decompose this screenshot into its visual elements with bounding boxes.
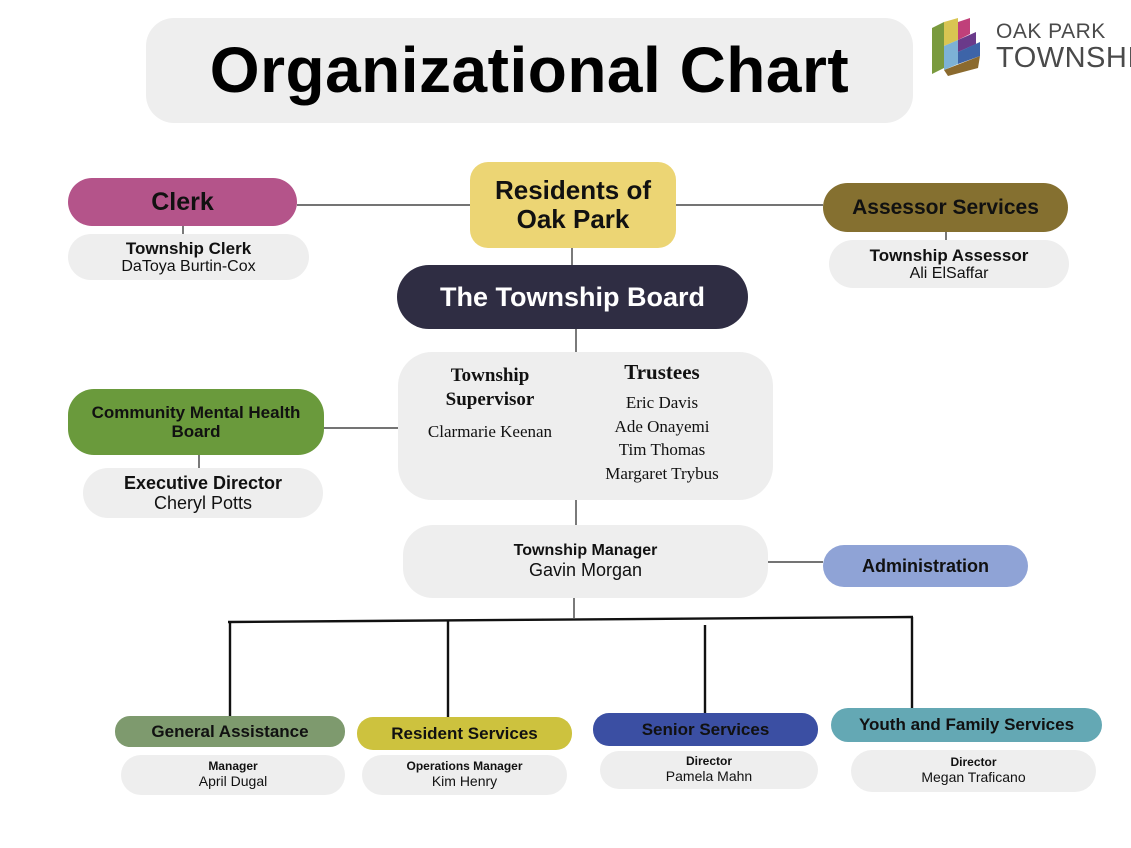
leaf-logo-icon [932, 18, 980, 76]
resident-services-details: Operations Manager Kim Henry [362, 755, 567, 795]
general-assistance-box: General Assistance [115, 716, 345, 747]
clerk-person: DaToya Burtin-Cox [121, 257, 256, 275]
township-board-box: The Township Board [397, 265, 748, 329]
township-board-label: The Township Board [440, 281, 705, 312]
supervisor-line-2: Supervisor [445, 389, 535, 410]
residents-line-1: Residents of [494, 174, 652, 205]
trustee-member: Tim Thomas [618, 440, 706, 459]
supervisor-person: Clarmarie Keenan [427, 422, 553, 441]
youth-family-services-person: Megan Traficano [921, 769, 1026, 786]
assessor-details: Township Assessor Ali ElSaffar [829, 240, 1069, 288]
resident-services-box: Resident Services [357, 717, 572, 750]
trustee-member: Ade Onayemi [614, 416, 710, 436]
clerk-title: Township Clerk [125, 238, 252, 258]
youth-family-services-details: Director Megan Traficano [851, 750, 1096, 792]
senior-services-title: Director [685, 753, 732, 768]
senior-services-person: Pamela Mahn [665, 768, 753, 785]
page-title: Organizational Chart [209, 33, 850, 106]
assessor-person: Ali ElSaffar [909, 264, 989, 282]
senior-services-details: Director Pamela Mahn [600, 751, 818, 789]
manager-title: Township Manager [513, 542, 658, 560]
residents-box: Residents of Oak Park [470, 162, 676, 248]
general-assistance-label: General Assistance [151, 721, 309, 741]
administration-label: Administration [861, 555, 989, 576]
mental-health-box: Community Mental Health Board [68, 389, 324, 455]
mental-health-title: Executive Director [123, 472, 283, 493]
general-assistance-title: Manager [208, 758, 258, 773]
general-assistance-person: April Dugal [198, 773, 268, 790]
mental-health-person: Cheryl Potts [153, 493, 253, 513]
trustee-member: Eric Davis [625, 393, 699, 412]
general-assistance-details: Manager April Dugal [121, 755, 345, 795]
mental-health-line-2: Board [171, 422, 221, 441]
senior-services-box: Senior Services [593, 713, 818, 746]
township-logo: OAK PARK TOWNSHIP [924, 16, 1131, 78]
supervisor-block: Township Supervisor Clarmarie Keenan [412, 364, 568, 442]
supervisor-line-1: Township [450, 365, 530, 386]
logo-line-2: TOWNSHIP [996, 42, 1131, 74]
residents-line-2: Oak Park [516, 204, 630, 234]
youth-family-services-box: Youth and Family Services [831, 708, 1102, 742]
assessor-title: Township Assessor [869, 245, 1029, 265]
youth-family-services-label: Youth and Family Services [858, 715, 1075, 735]
board-members-box [398, 352, 773, 500]
township-manager-box: Township Manager Gavin Morgan [403, 525, 768, 598]
resident-services-person: Kim Henry [431, 773, 498, 790]
clerk-label: Clerk [151, 188, 214, 216]
resident-services-title: Operations Manager [406, 758, 523, 773]
manager-person: Gavin Morgan [528, 560, 643, 581]
mental-health-details: Executive Director Cheryl Potts [83, 468, 323, 518]
trustees-label: Trustees [624, 360, 700, 384]
clerk-box: Clerk [68, 178, 297, 226]
administration-box: Administration [823, 545, 1028, 587]
youth-family-services-title: Director [950, 754, 997, 769]
logo-line-1: OAK PARK [996, 20, 1106, 43]
resident-services-label: Resident Services [391, 723, 538, 743]
title-banner: Organizational Chart [146, 18, 913, 123]
trustee-member: Margaret Trybus [605, 463, 719, 483]
senior-services-label: Senior Services [641, 719, 770, 739]
assessor-label: Assessor Services [852, 195, 1039, 219]
connector-department-bus [227, 615, 914, 624]
mental-health-line-1: Community Mental Health [91, 402, 301, 422]
trustees-block: Trustees Eric Davis Ade Onayemi Tim Thom… [583, 358, 741, 485]
clerk-details: Township Clerk DaToya Burtin-Cox [68, 234, 309, 280]
assessor-box: Assessor Services [823, 183, 1068, 232]
